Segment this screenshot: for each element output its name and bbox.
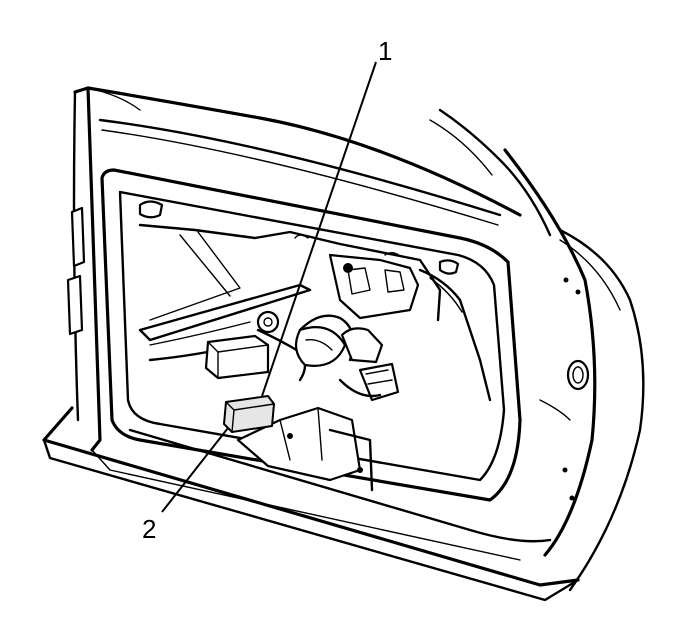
callout-1: 1: [261, 36, 392, 397]
door-outer-shell: [42, 86, 645, 602]
callout-2: 2: [142, 427, 229, 544]
latch-assembly: [294, 253, 420, 402]
callout-2-leader: [161, 427, 229, 513]
wiring-harness: [338, 268, 492, 402]
pillar-details: [539, 277, 590, 501]
regulator-motor: [204, 310, 307, 382]
callout-1-label: 1: [378, 36, 392, 66]
module-block: [223, 395, 275, 433]
callout-1-leader: [261, 61, 377, 397]
callout-2-label: 2: [142, 514, 156, 544]
